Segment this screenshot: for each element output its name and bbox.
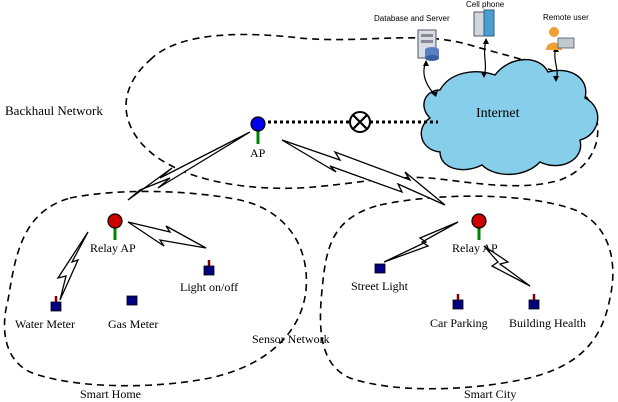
light-onoff-sensor (203, 260, 215, 276)
connector-arrowheads (423, 38, 559, 97)
relay-ap-home-label: Relay AP (90, 241, 136, 255)
car-parking-label: Car Parking (430, 316, 488, 330)
database-server-label: Database and Server (374, 14, 450, 23)
gas-meter-sensor (126, 295, 138, 306)
smart-home-boundary (3, 190, 308, 387)
gas-meter-label: Gas Meter (108, 317, 158, 331)
water-meter-label: Water Meter (15, 317, 75, 331)
light-onoff-label: Light on/off (180, 280, 238, 294)
street-light-sensor (374, 263, 386, 274)
smart-home-label: Smart Home (80, 387, 141, 401)
ap-label: AP (250, 146, 266, 160)
water-meter-sensor (50, 296, 62, 312)
relay-ap-home-node (107, 213, 123, 240)
relay-ap-city-label: Relay AP (452, 241, 498, 255)
internet-cloud (420, 58, 599, 176)
building-health-sensor (528, 294, 540, 310)
street-light-label: Street Light (351, 279, 409, 293)
cell-phone-label: Cell phone (466, 0, 505, 9)
backhaul-network-label: Backhaul Network (5, 103, 103, 118)
circle-x-icon (349, 111, 371, 133)
remote-user-icon (546, 27, 575, 50)
car-parking-sensor (452, 294, 464, 310)
internet-label: Internet (476, 106, 520, 121)
smart-city-boundary (319, 195, 614, 390)
lightning-link-icon (56, 131, 531, 301)
building-health-label: Building Health (509, 316, 586, 330)
smart-city-label: Smart City (464, 387, 516, 401)
relay-ap-city-node (471, 213, 487, 240)
remote-user-label: Remote user (543, 13, 589, 22)
ap-node (250, 116, 266, 144)
backhaul-network-boundary (125, 33, 599, 190)
cell-phone-icon (473, 9, 495, 37)
sensor-network-label: Sensor Network (252, 332, 330, 346)
database-server-icon (417, 29, 439, 61)
